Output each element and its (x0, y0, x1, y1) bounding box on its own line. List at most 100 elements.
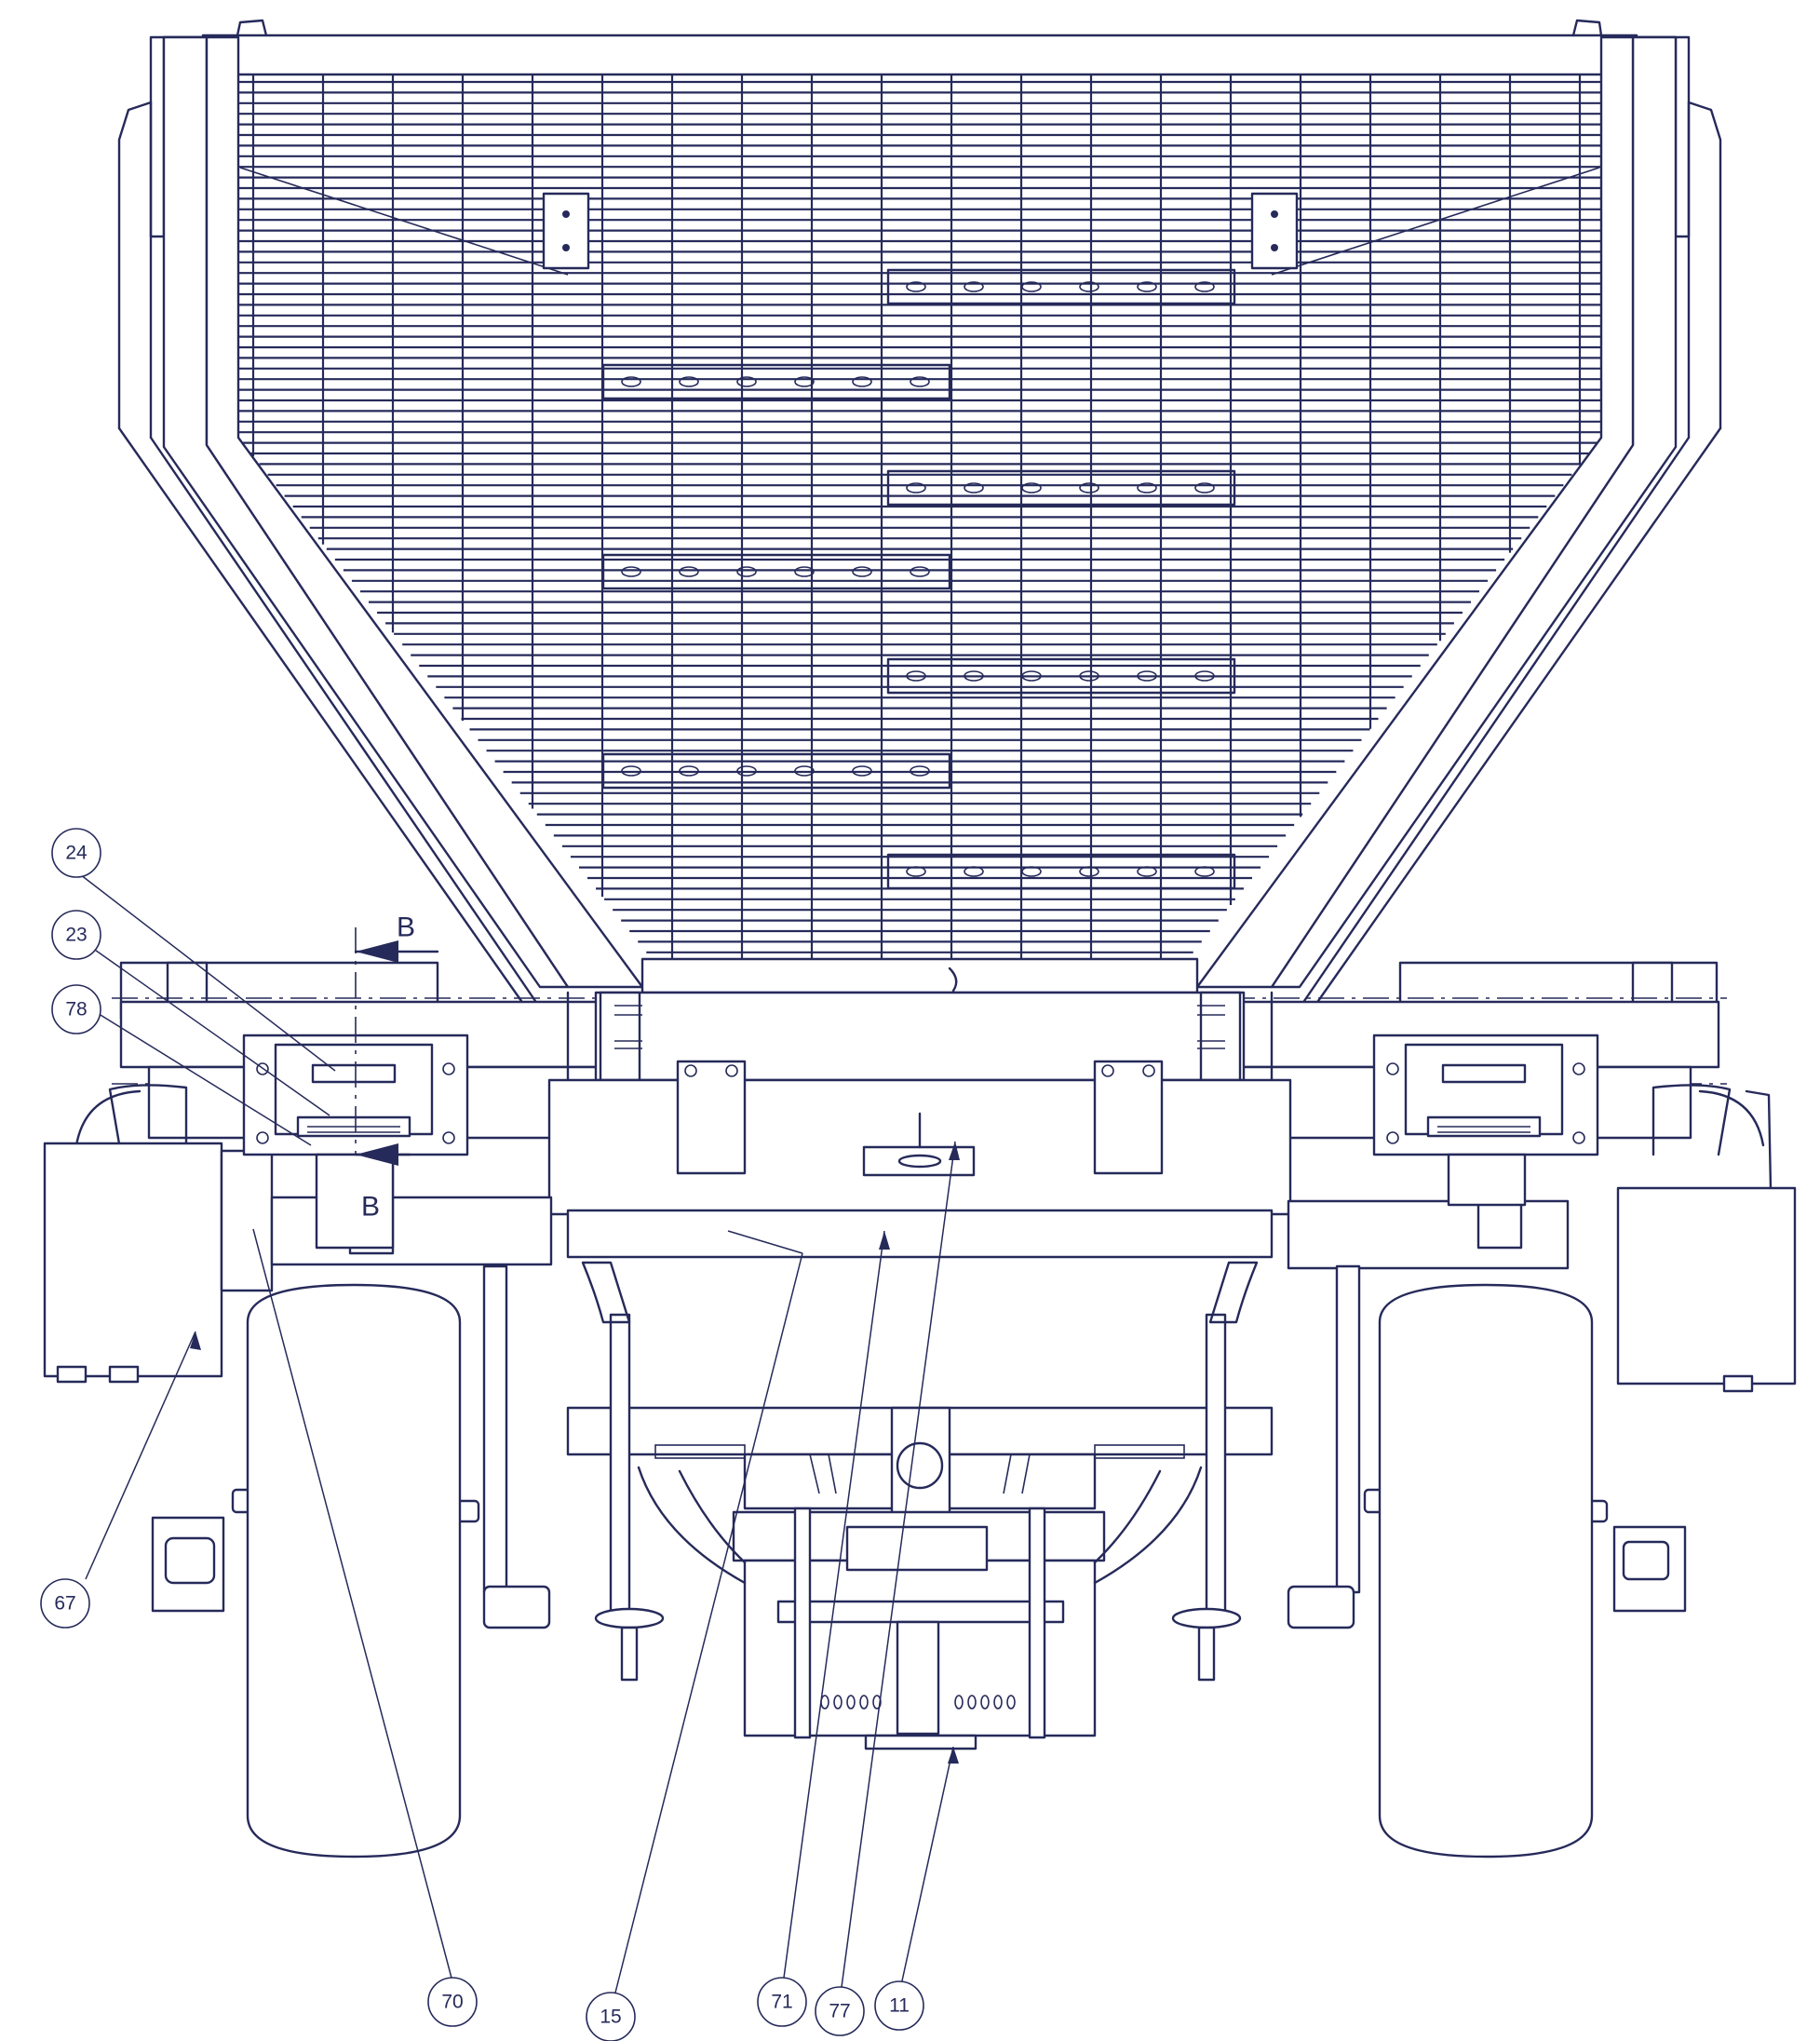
right-hole-row (954, 1695, 1016, 1710)
left-hopper-edge (117, 101, 153, 430)
right-side-beam (1287, 1199, 1570, 1270)
grille-hole (1021, 482, 1042, 493)
grille-hole-plate (601, 363, 951, 400)
grille-hole (964, 281, 984, 292)
spreader-bottom-plate (864, 1734, 977, 1750)
left-leg (609, 1313, 631, 1613)
callout-71: 71 (771, 1992, 792, 2013)
grille-hole (794, 376, 815, 387)
callout-bubble-77: 77 (815, 1986, 865, 2036)
left-motor-box (43, 1142, 223, 1378)
grille-hole (964, 866, 984, 877)
hopper (117, 19, 1722, 1009)
right-inner-upright (1335, 1264, 1361, 1594)
left-inner-bracket (542, 192, 590, 270)
spreader-crossbar (776, 1600, 1065, 1624)
left-slope-frame-inner (205, 35, 644, 989)
spreader-hole (872, 1695, 882, 1710)
section-b-label-top: B (397, 912, 415, 943)
grille-hole (1079, 866, 1099, 877)
grille-hole (679, 376, 699, 387)
grille-hole (910, 566, 930, 577)
right-foot-pad (1287, 1585, 1355, 1629)
callout-67: 67 (54, 1593, 75, 1615)
section-b-marker: B B (354, 912, 439, 1223)
grille-hole-plate (886, 853, 1236, 890)
spreader-hole (859, 1695, 869, 1710)
left-wheel (246, 1283, 462, 1859)
grille-hole-plate (601, 752, 951, 790)
spreader-hole (954, 1695, 964, 1710)
spreader-hole (980, 1695, 990, 1710)
grille-hole (794, 566, 815, 577)
hopper-grille (238, 73, 1601, 959)
left-inner-upright (482, 1264, 508, 1594)
grille-hole (1137, 866, 1157, 877)
grille-hole (736, 376, 757, 387)
grille-hole (852, 566, 872, 577)
callout-24: 24 (65, 843, 88, 864)
spreader-hole (993, 1695, 1003, 1710)
callout-bubble-67: 67 (40, 1578, 90, 1629)
right-lifting-hook (1571, 19, 1603, 37)
grille-hole (621, 376, 641, 387)
grille-hole (906, 670, 926, 682)
grille-hole-plate (886, 657, 1236, 695)
grille-hole (1194, 482, 1215, 493)
callout-bubble-78: 78 (51, 984, 101, 1034)
hopper-throat-bar (640, 957, 1199, 994)
callout-bubble-23: 23 (51, 910, 101, 960)
grille-hole (852, 376, 872, 387)
left-lifting-hook (236, 19, 268, 37)
grille-hole (906, 281, 926, 292)
callout-bubble-15: 15 (586, 1992, 636, 2041)
grille-hole (1021, 866, 1042, 877)
center-drive (637, 1406, 1203, 1750)
right-hopper-edge (1687, 101, 1722, 430)
grille-hole (1079, 281, 1099, 292)
grille-hole-plate (886, 469, 1236, 507)
right-leg (1205, 1313, 1227, 1613)
right-wheel (1378, 1283, 1594, 1859)
spreader-hole (1006, 1695, 1016, 1710)
throat-clip (948, 966, 959, 1009)
grille-hole (1194, 670, 1215, 682)
grille-hole-plate (601, 553, 951, 590)
section-b-label-bottom: B (361, 1192, 380, 1223)
grille-hole (1137, 670, 1157, 682)
grille-hole (906, 482, 926, 493)
spreader-hole (833, 1695, 843, 1710)
callout-arrowheads (190, 1142, 960, 1764)
grille-hole (621, 765, 641, 777)
wheels (246, 1283, 1594, 1859)
grille-hole (736, 566, 757, 577)
grille-hole (1194, 281, 1215, 292)
spreader-hole (967, 1695, 977, 1710)
grille-hole (679, 566, 699, 577)
grille-hole (1194, 866, 1215, 877)
callout-leaders (75, 871, 956, 1997)
grille-hole (1137, 281, 1157, 292)
callout-70: 70 (441, 1992, 463, 2013)
right-inner-bracket (1250, 192, 1299, 270)
grille-hole (1021, 670, 1042, 682)
grille-hole (621, 566, 641, 577)
grille-hole (1079, 670, 1099, 682)
grille-hole (679, 765, 699, 777)
grille-hole (1079, 482, 1099, 493)
grille-hole (906, 866, 926, 877)
callout-11: 11 (889, 1995, 910, 2017)
left-foot-pad (482, 1585, 551, 1629)
grille-hole (910, 376, 930, 387)
center-gearbox (845, 1525, 989, 1572)
grille-hole (1021, 281, 1042, 292)
callout-15: 15 (600, 2007, 621, 2028)
callout-bubble-70: 70 (427, 1977, 478, 2027)
grille-hole (852, 765, 872, 777)
right-slope-frame-inner (1195, 35, 1635, 989)
callout-78: 78 (65, 999, 87, 1020)
grille-hole (964, 482, 984, 493)
grille-hole (910, 765, 930, 777)
grille-hole (736, 765, 757, 777)
